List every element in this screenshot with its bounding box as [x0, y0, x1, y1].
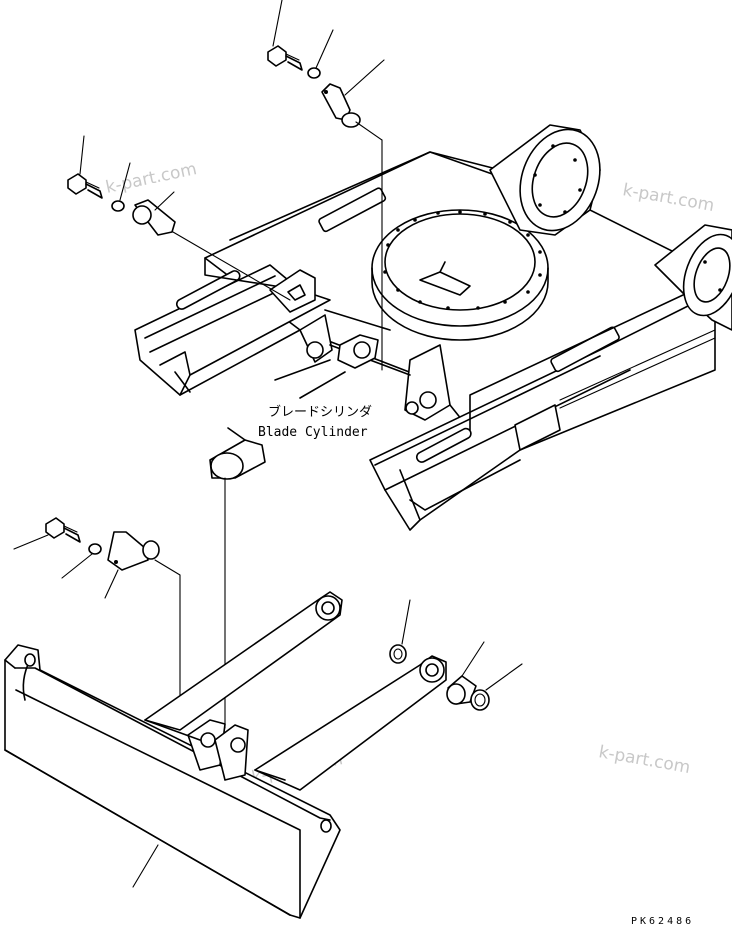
blade-arm-left — [144, 591, 343, 731]
blade-leader-line — [132, 844, 159, 888]
washer-upper — [307, 29, 334, 79]
snap-ring-outer — [470, 663, 523, 711]
slewing-ring — [371, 209, 549, 341]
watermark-2: k-part.com — [621, 180, 716, 216]
blade-cylinder-rod-end-upper — [274, 334, 379, 399]
blade-cylinder-bottom-end — [209, 427, 266, 480]
pin-lower — [104, 531, 181, 706]
blade-cylinder-label-en: Blade Cylinder — [258, 425, 368, 440]
bolt-lower — [13, 517, 81, 550]
washer-lower — [61, 543, 102, 579]
blade-mount-bracket — [269, 269, 451, 421]
washer-middle — [111, 162, 131, 212]
snap-ring-inner — [389, 599, 411, 664]
idler-housing-rear — [489, 124, 601, 236]
pin-upper — [321, 59, 385, 371]
watermark-3: k-part.com — [597, 742, 692, 778]
blade-cylinder-label-jp: ブレードシリンダ — [268, 404, 372, 420]
drawing-code: PK62486 — [631, 916, 694, 927]
bolt-middle — [67, 135, 103, 199]
pin-middle — [132, 191, 291, 301]
blade-arm-right — [254, 655, 447, 791]
bolt-upper — [267, 0, 303, 71]
dozer-blade — [4, 644, 341, 919]
idler-housing-front — [654, 224, 732, 331]
watermark-1: k-part.com — [104, 159, 199, 198]
